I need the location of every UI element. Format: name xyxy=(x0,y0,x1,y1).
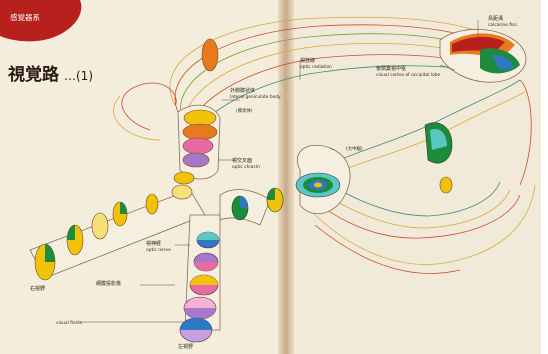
label-lgb-jp: 外側膝状体 xyxy=(230,87,255,94)
label-lgb-sub: (膝状体) xyxy=(236,107,253,114)
label-radiation-jp: 視放線 xyxy=(300,57,315,64)
section-badge-label: 感覚器系 xyxy=(10,12,40,22)
page-subtitle: …(1) xyxy=(64,69,93,83)
label-right-field: 右視野 xyxy=(30,285,45,292)
label-retina-jp: 網膜投影像 xyxy=(96,280,121,287)
label-cortex-en: visual cortex of occipital lobe xyxy=(376,72,441,78)
label-nerve-en: optic nerve xyxy=(146,247,171,253)
label-visual-fields: visual fields xyxy=(56,320,83,326)
label-calcarine-en: calcarine fiss. xyxy=(488,22,518,28)
label-left-field: 左視野 xyxy=(178,343,193,350)
left-page xyxy=(0,0,286,354)
label-lgb-en: lateral geniculate body xyxy=(230,94,281,100)
page-title: 視覚路 xyxy=(7,64,60,85)
label-radiation-en: optic radiation xyxy=(300,64,332,70)
label-midbrain-jp: (大中脳) xyxy=(346,145,363,152)
label-chiasm-en: optic chiasm xyxy=(232,164,260,170)
right-margin xyxy=(541,0,548,354)
book-spine xyxy=(278,0,294,354)
label-nerve-jp: 視神経 xyxy=(146,240,161,247)
label-chiasm-jp: 視交叉面 xyxy=(232,157,252,164)
label-cortex-jp: 後頭葉視中枢 xyxy=(376,65,406,72)
label-calcarine-jp: 鳥距溝 xyxy=(488,15,503,22)
